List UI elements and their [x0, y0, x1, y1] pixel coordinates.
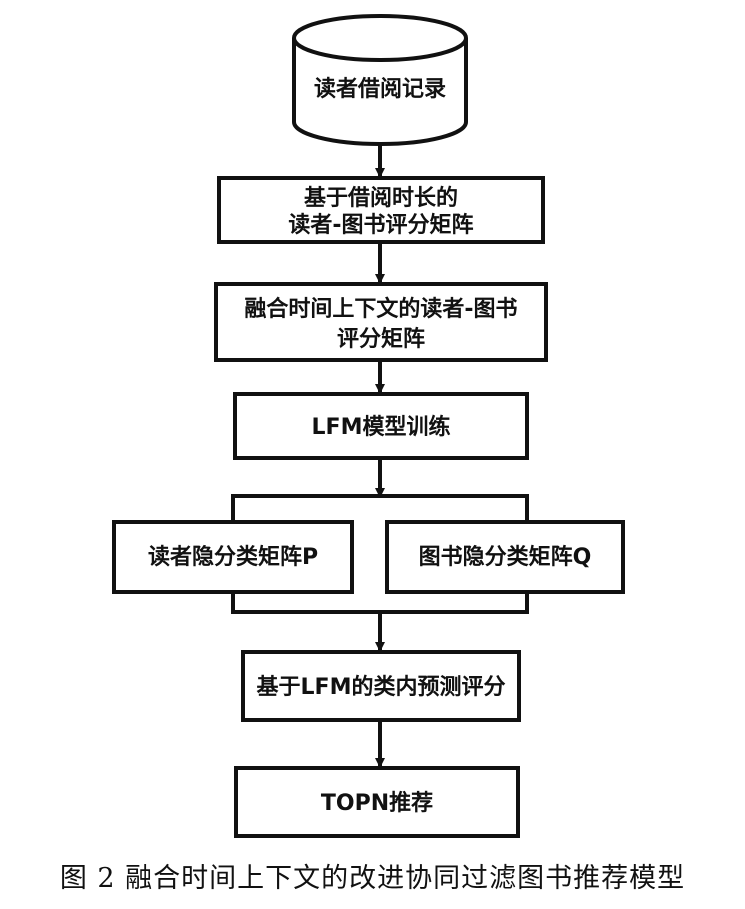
topn-label: TOPN推荐	[321, 790, 433, 816]
context-matrix-line1: 融合时间上下文的读者-图书	[244, 296, 517, 322]
lfm-predict-box: 基于LFM的类内预测评分	[241, 650, 521, 722]
lfm-training-label: LFM模型训练	[312, 414, 451, 440]
figure-caption: 图 2 融合时间上下文的改进协同过滤图书推荐模型	[59, 863, 686, 894]
flowchart: 读者借阅记录 基于借阅时长的 读者-图书评分矩阵 融合时间上下文的读者-图书 评…	[112, 14, 625, 838]
reader-matrix-box: 读者隐分类矩阵P	[112, 520, 354, 594]
context-matrix-line2: 评分矩阵	[337, 326, 425, 352]
rating-matrix-box: 基于借阅时长的 读者-图书评分矩阵	[217, 176, 545, 244]
rating-matrix-line2: 读者-图书评分矩阵	[288, 212, 473, 238]
split-bracket	[231, 494, 529, 520]
topn-box: TOPN推荐	[234, 766, 520, 838]
reader-records-label: 读者借阅记录	[314, 77, 446, 102]
lfm-predict-label: 基于LFM的类内预测评分	[257, 674, 506, 700]
book-matrix-box: 图书隐分类矩阵Q	[385, 520, 625, 594]
reader-matrix-label: 读者隐分类矩阵P	[148, 544, 318, 570]
rating-matrix-line1: 基于借阅时长的	[304, 185, 458, 211]
book-matrix-label: 图书隐分类矩阵Q	[419, 544, 592, 570]
context-matrix-box: 融合时间上下文的读者-图书 评分矩阵	[214, 282, 548, 362]
merge-bracket	[231, 592, 529, 614]
reader-records-database: 读者借阅记录	[292, 14, 468, 146]
lfm-training-box: LFM模型训练	[233, 392, 529, 460]
